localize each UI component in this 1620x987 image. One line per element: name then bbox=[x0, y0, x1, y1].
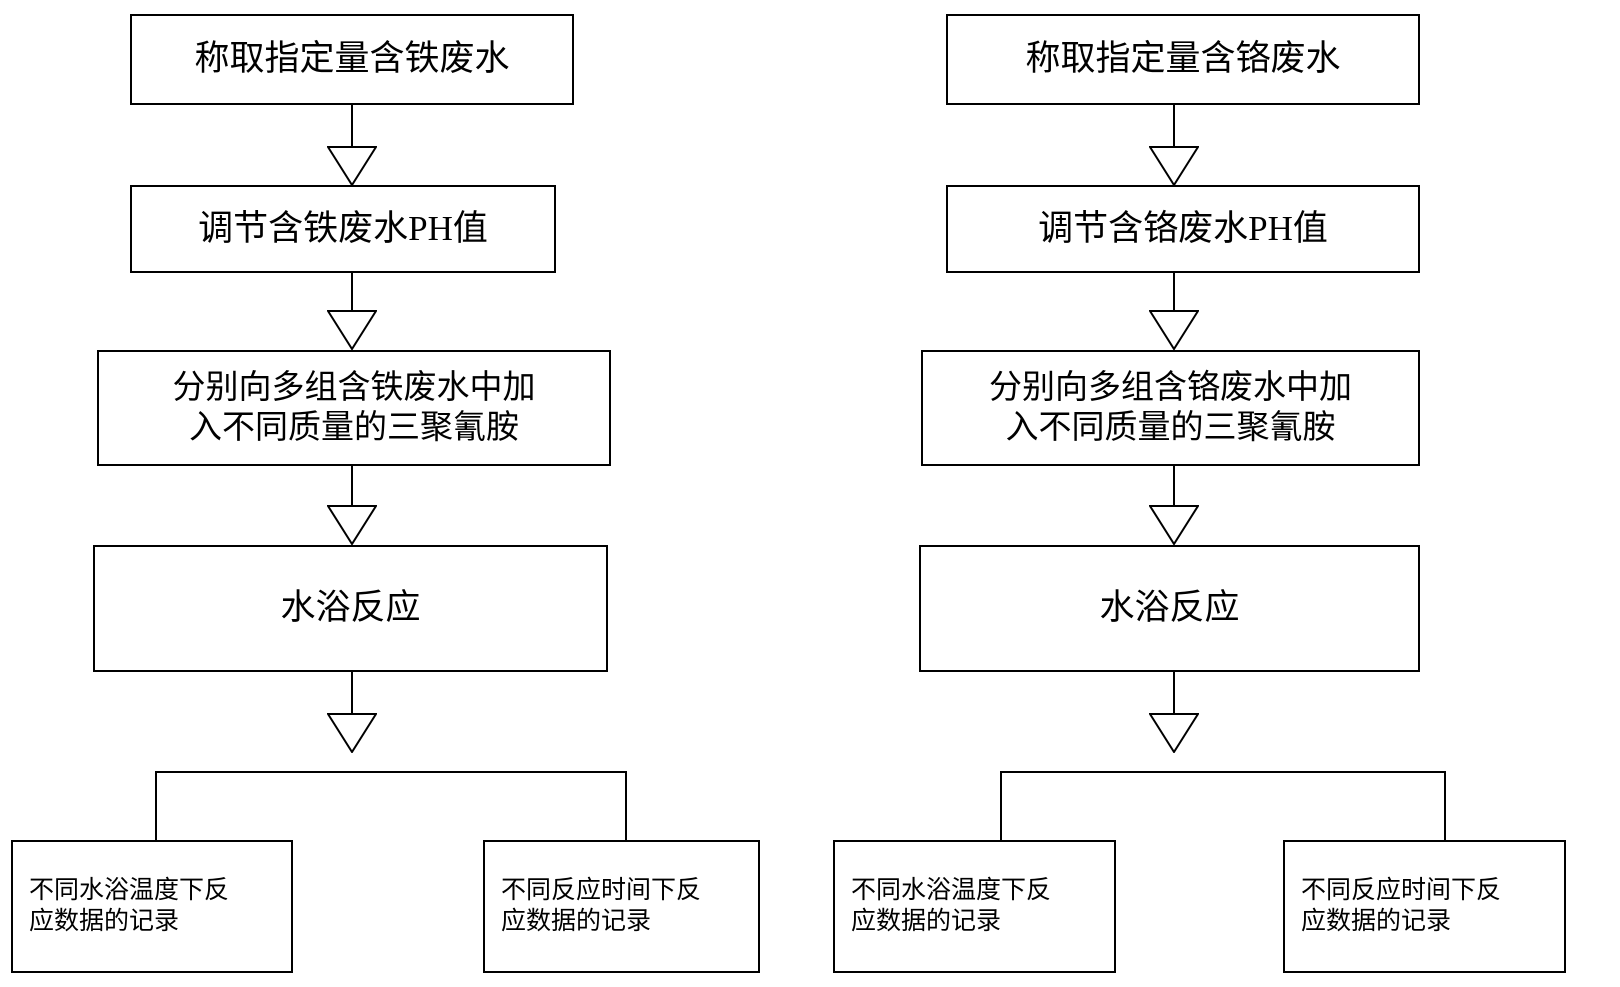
node-iron-temperature-record: 不同水浴温度下反 应数据的记录 bbox=[11, 840, 293, 973]
node-chromium-time-record: 不同反应时间下反 应数据的记录 bbox=[1283, 840, 1566, 973]
arrowhead-down-icon bbox=[327, 310, 377, 350]
arrowhead-down-icon bbox=[327, 505, 377, 545]
arrowhead-down-icon bbox=[1149, 146, 1199, 186]
connector-iron-split-left-drop bbox=[155, 771, 157, 841]
arrowhead-down-icon bbox=[327, 713, 377, 753]
connector-chromium-split-left-drop bbox=[1000, 771, 1002, 841]
arrowhead-down-icon bbox=[1149, 505, 1199, 545]
connector-iron-split-right-drop bbox=[625, 771, 627, 841]
connector-chromium-ph-to-add bbox=[1173, 273, 1175, 311]
node-chromium-ph: 调节含铬废水PH值 bbox=[946, 185, 1420, 273]
connector-chromium-split-bus bbox=[1000, 771, 1446, 773]
node-iron-ph: 调节含铁废水PH值 bbox=[130, 185, 556, 273]
connector-chromium-add-to-bath bbox=[1173, 466, 1175, 506]
node-chromium-temperature-record: 不同水浴温度下反 应数据的记录 bbox=[833, 840, 1116, 973]
node-iron-add-melamine: 分别向多组含铁废水中加 入不同质量的三聚氰胺 bbox=[97, 350, 611, 466]
connector-chromium-split-right-drop bbox=[1444, 771, 1446, 841]
node-chromium-weigh: 称取指定量含铬废水 bbox=[946, 14, 1420, 105]
arrowhead-down-icon bbox=[1149, 310, 1199, 350]
arrowhead-down-icon bbox=[327, 146, 377, 186]
node-chromium-add-melamine: 分别向多组含铬废水中加 入不同质量的三聚氰胺 bbox=[921, 350, 1420, 466]
connector-iron-weigh-to-ph bbox=[351, 105, 353, 147]
connector-iron-ph-to-add bbox=[351, 273, 353, 311]
connector-iron-bath-to-split bbox=[351, 672, 353, 714]
connector-iron-split-bus bbox=[155, 771, 627, 773]
node-iron-time-record: 不同反应时间下反 应数据的记录 bbox=[483, 840, 760, 973]
connector-chromium-bath-to-split bbox=[1173, 672, 1175, 714]
node-iron-water-bath: 水浴反应 bbox=[93, 545, 608, 672]
connector-iron-add-to-bath bbox=[351, 466, 353, 506]
node-chromium-water-bath: 水浴反应 bbox=[919, 545, 1420, 672]
connector-chromium-weigh-to-ph bbox=[1173, 105, 1175, 147]
node-iron-weigh: 称取指定量含铁废水 bbox=[130, 14, 574, 105]
arrowhead-down-icon bbox=[1149, 713, 1199, 753]
